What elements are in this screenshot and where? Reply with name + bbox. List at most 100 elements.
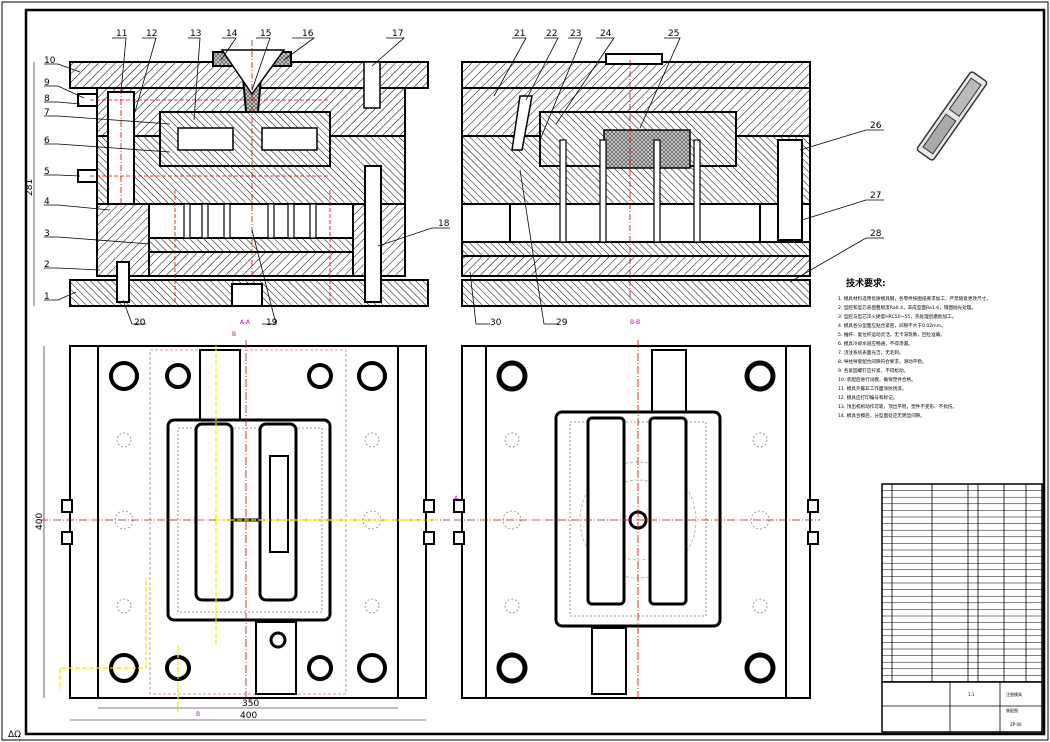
svg-text:13. 顶出机构动作可靠，顶出平稳，塑件不变形、不损伤。: 13. 顶出机构动作可靠，顶出平稳，塑件不变形、不损伤。 (838, 403, 957, 410)
plan-view-right (453, 340, 820, 700)
svg-text:9: 9 (44, 78, 50, 88)
part-numbers-top-left: 11 12 13 14 15 16 17 (116, 29, 403, 39)
title-drawing-name: 注塑模具 (1006, 691, 1022, 697)
ejector-hole (231, 283, 263, 307)
svg-text:1. 模具材料选用优质模具钢，各零件按图纸要求加工，严禁随意: 1. 模具材料选用优质模具钢，各零件按图纸要求加工，严禁随意更改尺寸。 (838, 295, 991, 302)
part-numbers-left-side: 10 9 8 7 6 5 4 3 2 1 (44, 56, 56, 302)
svg-text:14: 14 (226, 29, 238, 39)
svg-text:10: 10 (44, 56, 56, 66)
dim-outer-width: 400 (240, 711, 257, 721)
part-number-30: 30 (490, 318, 502, 328)
title-scale: 1:1 (968, 692, 975, 697)
svg-text:22: 22 (546, 29, 557, 39)
svg-text:13: 13 (190, 29, 201, 39)
svg-text:A: A (454, 495, 459, 502)
section-label-a: A-A (240, 319, 251, 326)
svg-text:3: 3 (44, 229, 50, 239)
svg-text:11: 11 (116, 29, 127, 39)
title-block: 1:1 注塑模具 装配图 ZP-00 (881, 681, 1043, 733)
svg-text:8: 8 (44, 94, 50, 104)
guide-pillars-right (496, 360, 776, 684)
svg-text:3. 型腔与型芯淬火硬度HRC50~55，热处理后磨削加工。: 3. 型腔与型芯淬火硬度HRC50~55，热处理后磨削加工。 (838, 313, 956, 320)
part-cavity-left (177, 127, 234, 151)
svg-text:6: 6 (44, 136, 50, 146)
svg-text:2: 2 (44, 260, 50, 270)
ejector-plate-b (461, 255, 811, 277)
svg-text:14. 模具合模后，分型面处应无明显间隙。: 14. 模具合模后，分型面处应无明显间隙。 (838, 412, 925, 419)
svg-text:7. 浇注系统表面光洁，无毛刺。: 7. 浇注系统表面光洁，无毛刺。 (838, 349, 904, 356)
plan-view-left: B B A 350 400 400 (35, 331, 459, 721)
svg-text:15: 15 (260, 29, 271, 39)
guide-bushings-left (109, 361, 387, 683)
section-view-right (461, 53, 811, 307)
svg-text:21: 21 (514, 29, 525, 39)
cutting-plane-line (59, 346, 438, 712)
cutting-plane-a: B (232, 331, 236, 338)
svg-text:11. 模具外露非工作面涂防锈漆。: 11. 模具外露非工作面涂防锈漆。 (838, 385, 907, 392)
svg-text:27: 27 (870, 191, 881, 201)
part-cavity-b (603, 129, 691, 169)
svg-text:23: 23 (570, 29, 581, 39)
technical-requirements: 技术要求: 1. 模具材料选用优质模具钢，各零件按图纸要求加工，严禁随意更改尺寸… (838, 277, 991, 419)
leaders-right-top (493, 37, 681, 141)
core-outline-2 (648, 416, 688, 606)
svg-text:10. 装配后进行试模，确保塑件合格。: 10. 装配后进行试模，确保塑件合格。 (838, 376, 916, 383)
part-3d-thumbnail (916, 71, 988, 161)
cavity-outline-1 (194, 422, 234, 602)
leaders-left-top (112, 37, 406, 121)
ejector-pins-b (559, 139, 701, 243)
top-clamp-plate-b (461, 61, 811, 89)
part-number-18: 18 (438, 219, 450, 229)
cap-screw-17 (363, 61, 381, 109)
svg-text:24: 24 (600, 29, 612, 39)
tech-title: 技术要求: (846, 277, 886, 289)
ejector-plate (148, 251, 354, 277)
title-drawing-no: ZP-00 (1010, 722, 1022, 727)
part-numbers-right-top: 21 22 23 24 25 (514, 29, 679, 39)
svg-text:2. 型腔和型芯表面粗糙度Ra0.4，非成型面Ra1.6，镜: 2. 型腔和型芯表面粗糙度Ra0.4，非成型面Ra1.6，镜面抛光处理。 (838, 304, 976, 311)
svg-text:4: 4 (44, 197, 50, 207)
stop-pin (116, 261, 130, 303)
svg-text:B: B (196, 711, 200, 718)
leaders-left-bottom (122, 229, 277, 325)
svg-text:1: 1 (44, 292, 50, 302)
leaders-right-bottom (469, 169, 558, 325)
corner-mark: ΔΩ (8, 730, 21, 740)
svg-text:4. 模具各分型面应贴合紧密，间隙不大于0.02mm。: 4. 模具各分型面应贴合紧密，间隙不大于0.02mm。 (838, 322, 946, 329)
section-label-b: B-B (630, 319, 640, 326)
part-number-20: 20 (134, 318, 146, 328)
leaders-left-side (44, 63, 171, 301)
svg-text:8. 导柱导套配合间隙符合要求，滑动平稳。: 8. 导柱导套配合间隙符合要求，滑动平稳。 (838, 358, 927, 365)
water-nipple-upper (77, 93, 98, 107)
svg-text:12: 12 (146, 29, 157, 39)
section-view-left: 2 8 1 (25, 40, 429, 307)
dim-plan-height: 400 (35, 513, 45, 530)
svg-text:25: 25 (668, 29, 679, 39)
dim-height: 281 (25, 179, 35, 196)
part-number-29: 29 (556, 318, 568, 328)
part-cavity-right (261, 127, 318, 151)
title-sheet-label: 装配图 (1006, 707, 1018, 713)
svg-text:9. 各紧固螺钉应拧紧，不得松动。: 9. 各紧固螺钉应拧紧，不得松动。 (838, 367, 908, 374)
ejector-retainer-b (461, 241, 811, 257)
part-number-19: 19 (266, 318, 278, 328)
svg-text:16: 16 (302, 29, 314, 39)
bottom-clamp-plate-b (461, 279, 811, 307)
sheet-inner-border (24, 8, 1046, 736)
return-pin (364, 165, 382, 303)
water-nipple-lower (77, 169, 98, 183)
svg-text:12. 模具应打印编号和标记。: 12. 模具应打印编号和标记。 (838, 394, 897, 401)
svg-text:17: 17 (392, 29, 403, 39)
svg-text:7: 7 (44, 108, 50, 118)
svg-text:6. 模具冷却水道应畅通，不得渗漏。: 6. 模具冷却水道应畅通，不得渗漏。 (838, 340, 913, 347)
dim-inner-width: 350 (242, 699, 259, 709)
part-numbers-right-side: 26 27 28 (870, 121, 882, 239)
svg-text:5. 推杆、复位杆运动灵活，无卡滞现象，回位准确。: 5. 推杆、复位杆运动灵活，无卡滞现象，回位准确。 (838, 331, 945, 338)
core-outline-1 (586, 416, 626, 606)
svg-text:5: 5 (44, 167, 50, 177)
guide-pillar-b (777, 139, 803, 241)
ejector-retainer-plate (148, 237, 354, 253)
ejector-pins (183, 203, 317, 239)
bill-of-materials (881, 483, 1043, 683)
